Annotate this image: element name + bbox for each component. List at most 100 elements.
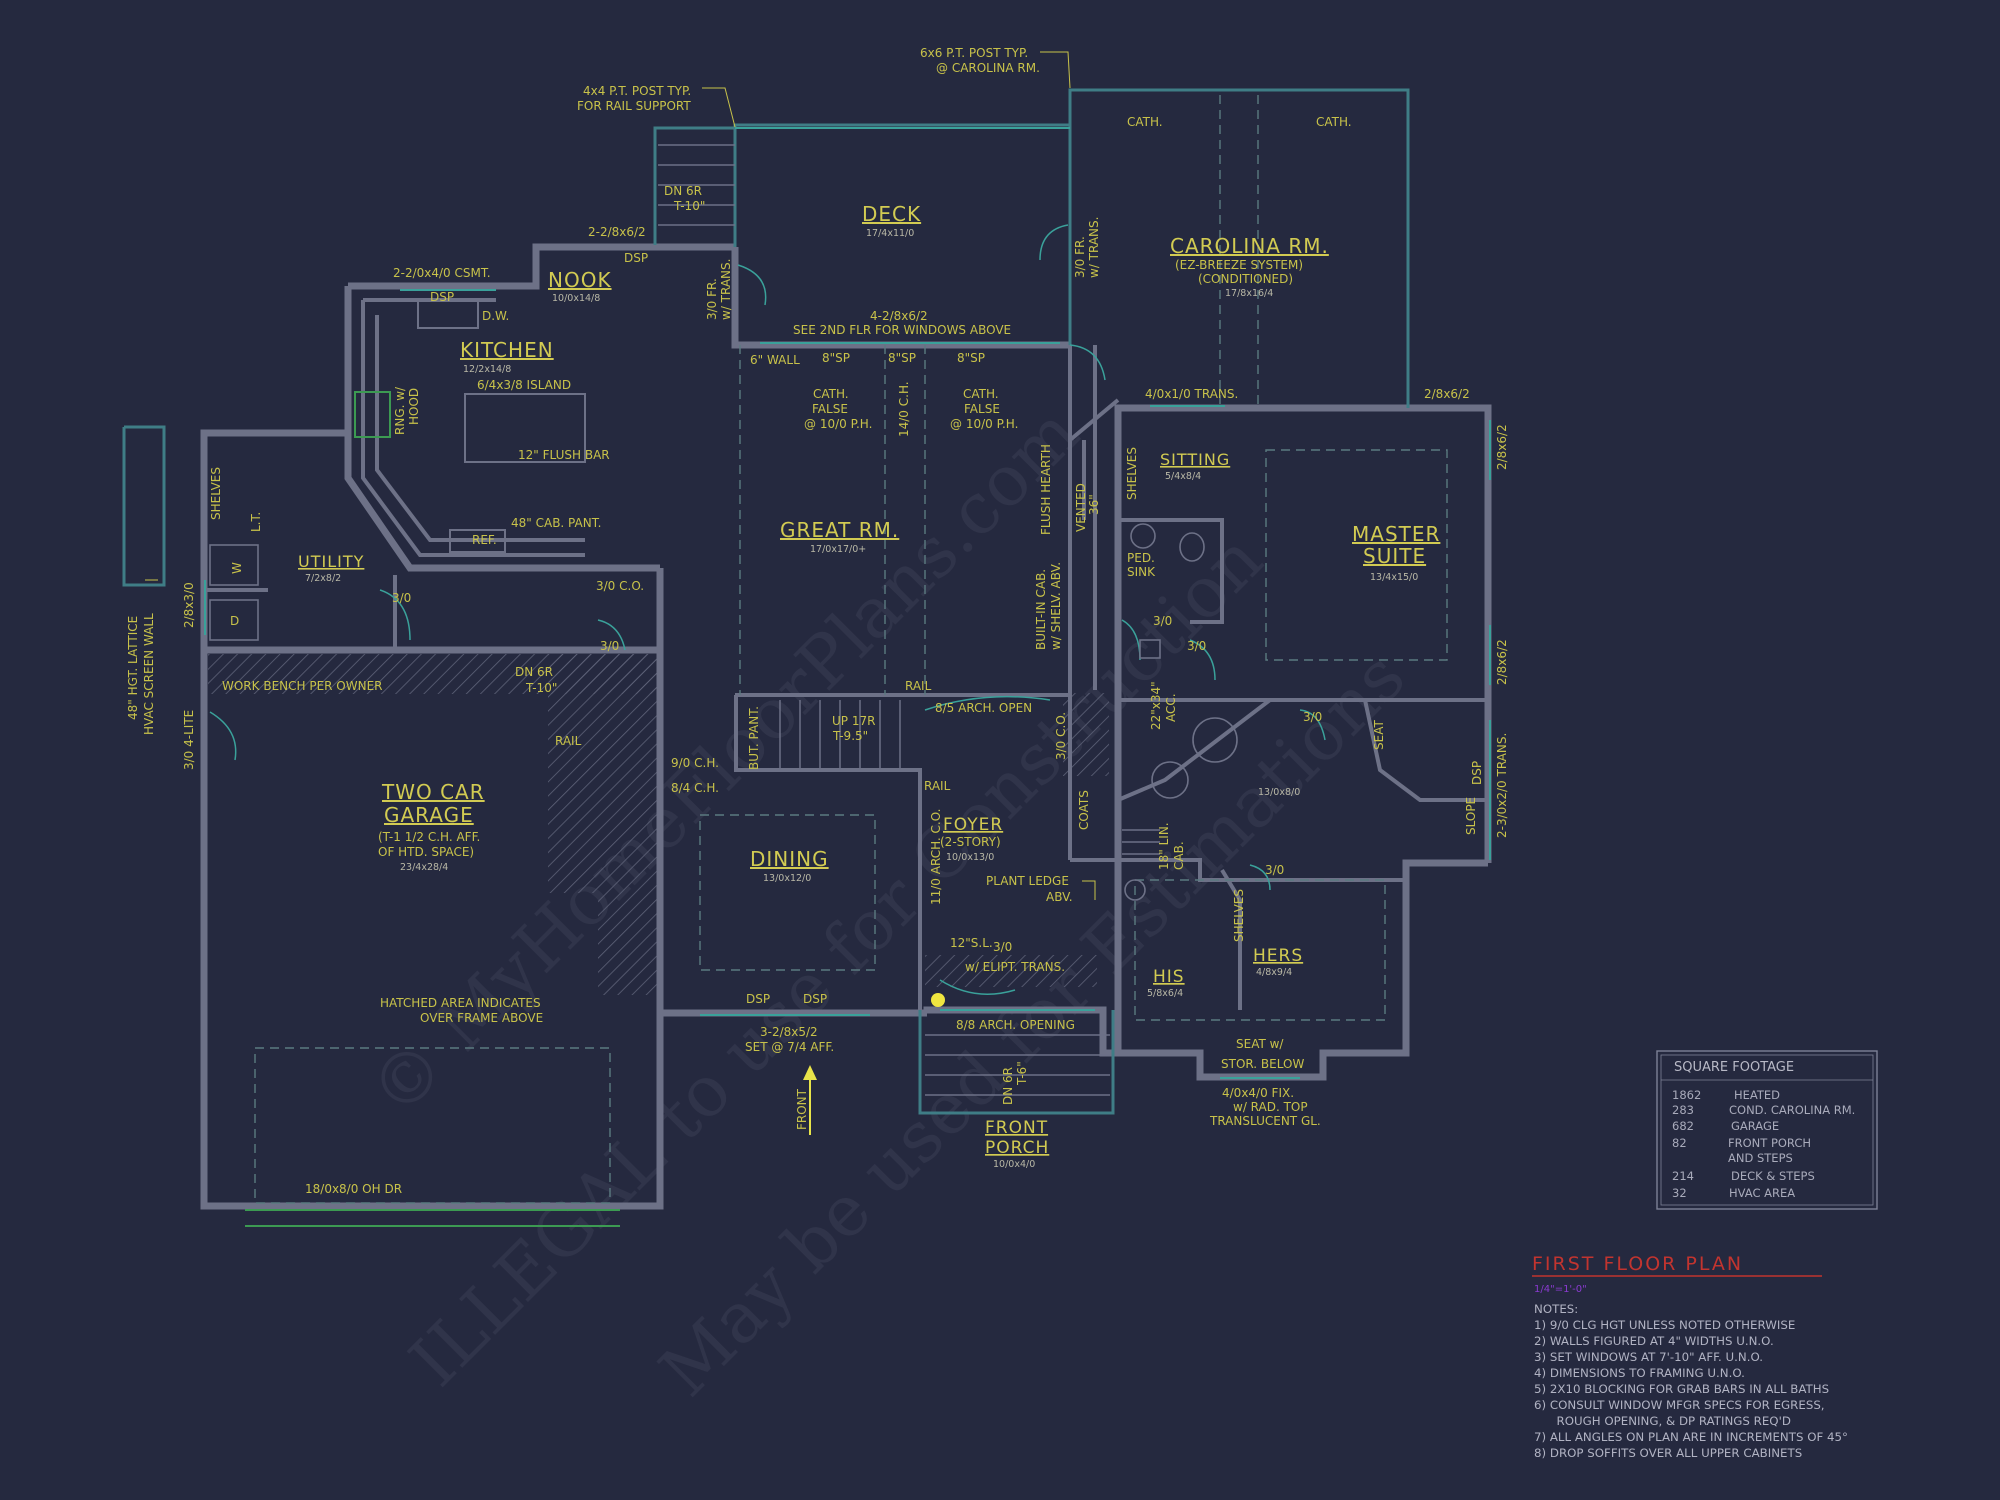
label-sl12: 12"S.L. xyxy=(950,936,993,950)
label-hatched-1: HATCHED AREA INDICATES xyxy=(380,996,541,1010)
label-shelves-utility: SHELVES xyxy=(209,467,223,520)
label-cath-false-l-1: CATH. xyxy=(813,387,849,401)
windows xyxy=(204,127,1491,1227)
leaders xyxy=(145,51,1096,900)
sqft-row-3-label: FRONT PORCH xyxy=(1728,1136,1811,1150)
note-item-2: 3) SET WINDOWS AT 7'-10" AFF. U.N.O. xyxy=(1534,1350,1763,1364)
label-rng-hood-2: HOOD xyxy=(407,388,421,425)
label-acc-2: ACC. xyxy=(1164,693,1178,722)
label-built-in-2: w/ SHELV. ABV. xyxy=(1049,562,1063,650)
label-ch90: 9/0 C.H. xyxy=(671,756,719,770)
notes-header: NOTES: xyxy=(1534,1302,1578,1316)
label-ref: REF. xyxy=(472,533,497,547)
room-dining-name: DINING xyxy=(750,847,829,871)
label-shelves-closet: SHELVES xyxy=(1232,889,1246,942)
label-flush-hearth: FLUSH HEARTH xyxy=(1039,444,1053,535)
label-rail-great: RAIL xyxy=(905,679,932,693)
label-shelves-sitting: SHELVES xyxy=(1125,447,1139,500)
room-great-dims: 17/0x17/0+ xyxy=(810,544,866,555)
room-porch-dims: 10/0x4/0 xyxy=(993,1159,1035,1170)
sqft-row-2-value: 682 xyxy=(1672,1119,1694,1133)
label-dn6r-deck: DN 6R xyxy=(664,184,702,198)
room-porch-name-2: PORCH xyxy=(985,1138,1049,1158)
room-kitchen-dims: 12/2x14/8 xyxy=(463,364,511,375)
label-door-foyer: 3/0 xyxy=(993,940,1012,954)
label-win-262-right-2: 2/8x6/2 xyxy=(1495,639,1509,685)
label-seat: SEAT xyxy=(1372,720,1386,750)
label-dryer: D xyxy=(230,614,239,628)
room-utility-dims: 7/2x8/2 xyxy=(305,573,341,584)
sqft-row-5-label: DECK & STEPS xyxy=(1731,1169,1815,1183)
note-item-8: 8) DROP SOFFITS OVER ALL UPPER CABINETS xyxy=(1534,1446,1802,1460)
room-sitting-name: SITTING xyxy=(1160,450,1230,469)
label-second-floor: SEE 2ND FLR FOR WINDOWS ABOVE xyxy=(793,323,1011,337)
tub-2 xyxy=(1151,761,1189,799)
room-nook-dims: 10/0x14/8 xyxy=(552,293,600,304)
label-cath-false-r-2: FALSE xyxy=(964,402,1000,416)
room-kitchen-name: KITCHEN xyxy=(460,338,554,362)
walls xyxy=(200,243,1492,1210)
label-ch14: 14/0 C.H. xyxy=(897,381,911,437)
label-but-pant: BUT. PANT. xyxy=(747,706,761,770)
room-suite-name: SUITE xyxy=(1363,544,1426,568)
room-his-dims: 5/8x6/4 xyxy=(1147,988,1183,999)
label-dn6r-deck-t: T-10" xyxy=(673,199,705,213)
label-vented-1: VENTED xyxy=(1074,483,1088,532)
dryer xyxy=(209,599,259,641)
label-post-deck-2: @ CAROLINA RM. xyxy=(936,61,1040,75)
watermark: © MyHomeFloorPlans.com ILLEGAL to use fo… xyxy=(354,391,1421,1412)
washer xyxy=(209,544,259,586)
label-fix-1: 4/0x4/0 FIX. xyxy=(1222,1086,1294,1100)
label-fix-2: w/ RAD. TOP xyxy=(1233,1100,1308,1114)
note-item-0: 1) 9/0 CLG HGT UNLESS NOTED OTHERWISE xyxy=(1534,1318,1795,1332)
label-lattice-1: 48" HGT. LATTICE xyxy=(126,616,140,720)
floor-plan-title-block: FIRST FLOOR PLAN 1/4"=1'-0" xyxy=(1532,1253,1822,1295)
label-co30-foyer: 3/0 C.O. xyxy=(1054,712,1068,760)
annotations: 6x6 P.T. POST TYP. @ CAROLINA RM. 4x4 P.… xyxy=(126,46,1509,1196)
label-cath-right: CATH. xyxy=(1316,115,1352,129)
label-cath-false-r-3: @ 10/0 P.H. xyxy=(950,417,1018,431)
label-flush-bar: 12" FLUSH BAR xyxy=(518,448,610,462)
room-garage-name-2: GARAGE xyxy=(384,803,474,827)
sqft-row-5-value: 214 xyxy=(1672,1169,1694,1183)
room-hers-dims: 4/8x9/4 xyxy=(1256,967,1292,978)
label-coats: COATS xyxy=(1077,790,1091,830)
label-vented-2: 36" xyxy=(1087,494,1101,515)
label-up-stairs-2: T-9.5" xyxy=(832,729,868,743)
floor-plan-scale: 1/4"=1'-0" xyxy=(1534,1284,1587,1295)
label-dn6r-garage-t: T-10" xyxy=(525,681,557,695)
room-deck-dims: 17/4x11/0 xyxy=(866,228,914,239)
sqft-row-0-label: HEATED xyxy=(1734,1088,1780,1102)
room-labels: DECK 17/4x11/0 CAROLINA RM. (EZ-BREEZE S… xyxy=(298,202,1439,1170)
label-lite4: 3/0 4-LITE xyxy=(182,710,196,770)
room-carolina-sub2: (CONDITIONED) xyxy=(1198,272,1293,286)
room-dining-dims: 13/0x12/0 xyxy=(763,873,811,884)
label-ch84: 8/4 C.H. xyxy=(671,781,719,795)
label-door-master: 3/0 xyxy=(1303,710,1322,724)
room-garage-sub1: (T-1 1/2 C.H. AFF. xyxy=(378,830,480,844)
label-dining-win-2: SET @ 7/4 AFF. xyxy=(745,1040,834,1054)
label-post-deck-1: 6x6 P.T. POST TYP. xyxy=(920,46,1028,60)
ped-sink xyxy=(1130,523,1156,549)
note-item-7: 7) ALL ANGLES ON PLAN ARE IN INCREMENTS … xyxy=(1534,1430,1848,1444)
label-dsp-master: DSP xyxy=(1470,761,1484,785)
label-seat-stor-1: SEAT w/ xyxy=(1236,1037,1284,1051)
toilet xyxy=(1179,532,1205,562)
sqft-title: SQUARE FOOTAGE xyxy=(1674,1060,1794,1075)
label-win-2830: 2/8x3/0 xyxy=(182,582,196,628)
label-rail-garage: RAIL xyxy=(555,734,582,748)
label-post-rail-1: 4x4 P.T. POST TYP. xyxy=(583,84,691,98)
stairs xyxy=(658,144,1160,1096)
label-lin-cab-2: CAB. xyxy=(1172,841,1186,870)
label-rng-hood-1: RNG. w/ xyxy=(393,386,407,435)
room-carolina-dims: 17/8x16/4 xyxy=(1225,288,1273,299)
label-win-262-right-1: 2/8x6/2 xyxy=(1495,424,1509,470)
label-hatched-2: OVER FRAME ABOVE xyxy=(420,1011,543,1025)
sqft-row-4-label: AND STEPS xyxy=(1728,1151,1793,1165)
label-fr-trans-car-2: w/ TRANS. xyxy=(1087,217,1101,278)
label-dn6r-porch: DN 6R xyxy=(1001,1067,1015,1105)
room-carolina-sub1: (EZ-BREEZE SYSTEM) xyxy=(1175,258,1303,272)
label-dn6r-porch-t: T-6" xyxy=(1015,1061,1029,1086)
kitchen-counters xyxy=(354,298,586,557)
exterior-outline xyxy=(122,88,1410,1115)
